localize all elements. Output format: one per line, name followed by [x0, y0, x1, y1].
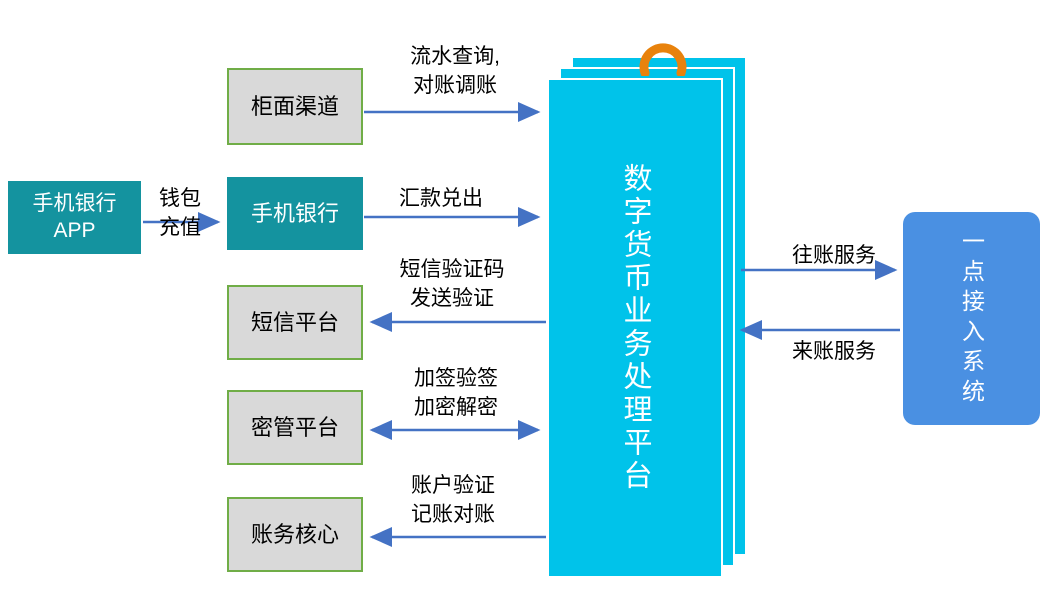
edge-label-outgoing-service: 往账服务 [792, 244, 876, 267]
node-counter-channel: 柜面渠道 [227, 68, 363, 145]
node-access-system: 一点接入系统 [903, 212, 1040, 425]
node-mobile-app: 手机银行 APP [8, 181, 141, 254]
central-platform-label: 数字货币业务处理平台 [619, 163, 651, 493]
edge-label-account-verify: 账户验证 记账对账 [411, 474, 495, 526]
node-accounting-core: 账务核心 [227, 497, 363, 572]
access-system-label: 一点接入系统 [958, 228, 985, 409]
edge-label-incoming-service: 来账服务 [792, 340, 876, 363]
edge-label-sms-verification: 短信验证码 发送验证 [399, 258, 505, 310]
platform-panel-front: 数字货币业务处理平台 [547, 78, 723, 578]
node-sms-platform: 短信平台 [227, 285, 363, 360]
edge-label-wallet-recharge: 钱包 充值 [159, 187, 201, 239]
orange-arc-icon [639, 43, 687, 76]
edge-label-remittance-out: 汇款兑出 [399, 187, 483, 210]
edge-label-flow-query: 流水查询, 对账调账 [410, 45, 500, 97]
node-mobile-banking: 手机银行 [227, 177, 363, 250]
node-key-mgmt-platform: 密管平台 [227, 390, 363, 465]
edge-label-sign-encrypt: 加签验签 加密解密 [414, 367, 498, 419]
